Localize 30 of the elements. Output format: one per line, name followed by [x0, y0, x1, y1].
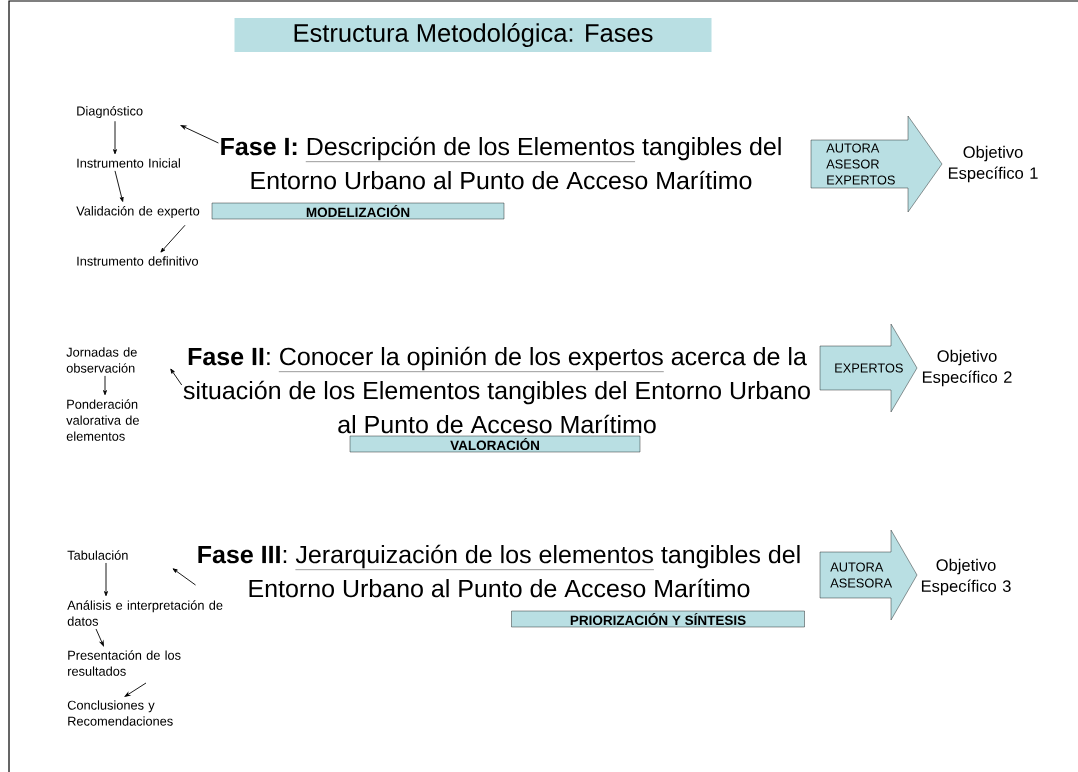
- objective-label: Objetivo Específico 2: [922, 349, 1012, 387]
- step-label: Ponderación valorativa de elementos: [66, 399, 139, 441]
- step-label: Conclusiones y Recomendaciones: [67, 700, 173, 726]
- arrow: [113, 120, 117, 155]
- arrow: [180, 125, 219, 144]
- phase-text: Fase I: Descripción de los Elementos tangibles del Entorno Urbano al Punto de Acceso Marítimo: [221, 136, 781, 190]
- arrow: [114, 170, 124, 202]
- step-label: Validación de experto: [76, 205, 200, 219]
- stage-bar: PRIORIZACIÓN Y SÍNTESIS: [511, 610, 805, 628]
- arrow: [172, 568, 196, 586]
- objective-label: Objetivo Específico 1: [948, 145, 1038, 183]
- arrow: [104, 562, 108, 597]
- arrow: [124, 682, 147, 697]
- arrow: [170, 368, 183, 386]
- phase-text: Fase III: Jerarquización de los elementos tangibles del Entorno Urbano al Punto de Acceso Marítimo: [198, 544, 800, 598]
- step-label: Instrumento definitivo: [77, 256, 199, 266]
- step-label: Análisis e interpretación de datos: [67, 600, 223, 626]
- arrow: [103, 375, 107, 396]
- stage-bar: VALORACIÓN: [349, 435, 641, 453]
- step-label: Jornadas de observación: [66, 347, 137, 373]
- step-label: Instrumento Inicial: [77, 158, 180, 168]
- objective-label: Objetivo Específico 3: [921, 558, 1011, 596]
- step-label: Presentación de los resultados: [68, 650, 181, 676]
- title-banner: Estructura Metodológica: Fases: [234, 18, 712, 52]
- arrow: [95, 628, 104, 647]
- stage-bar: MODELIZACIÓN: [211, 202, 505, 220]
- phase-text: Fase II: Conocer la opinión de los expertos acerca de la situación de los Elementos tangibles del Entorno Urbano al Punto de Acceso Marítimo: [183, 346, 810, 434]
- arrow: [160, 224, 186, 253]
- step-label: Diagnóstico: [77, 105, 143, 119]
- step-label: Tabulación: [67, 550, 128, 560]
